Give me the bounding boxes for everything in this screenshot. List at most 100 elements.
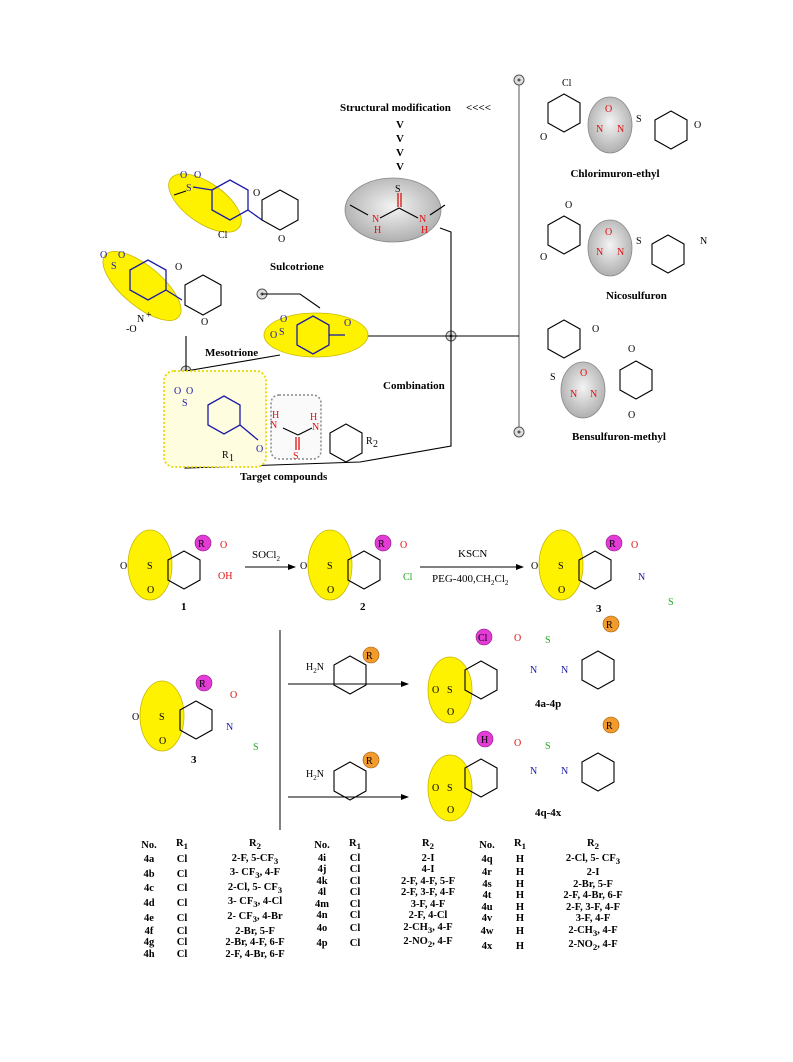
svg-text:O: O — [159, 736, 166, 747]
table-cell: 4a — [143, 854, 155, 866]
compound-2-label: 2 — [360, 601, 366, 613]
table-cell: 2-F, 4-Br, 6-F — [225, 948, 285, 960]
table-cell: Cl — [176, 897, 188, 909]
svg-text:R: R — [222, 450, 229, 461]
table-cell: 2-F, 5-CF3 — [231, 852, 279, 866]
svg-text:O: O — [174, 386, 181, 397]
svg-text:N: N — [530, 665, 537, 676]
svg-text:O: O — [694, 120, 701, 131]
svg-text:O: O — [118, 250, 125, 261]
svg-text:O: O — [220, 540, 227, 551]
compound-1: O S O R O OH 1 — [120, 529, 232, 613]
table-cell: Cl — [349, 910, 361, 922]
svg-text:S: S — [253, 742, 259, 753]
reagent-socl2: SOCl2 — [252, 549, 280, 563]
table-row: 4d Cl 3- CF3, 4-Cl — [132, 896, 312, 911]
svg-text:S: S — [558, 561, 564, 572]
table-cell: 2-I — [421, 852, 435, 864]
svg-text:R: R — [609, 539, 616, 550]
table-cell: 2- CF3, 4-Br — [227, 910, 283, 925]
table-cell: 4p — [316, 937, 328, 949]
svg-text:O: O — [278, 234, 285, 245]
table-cell: 2-F, 3-F, 4-F — [565, 901, 621, 913]
table-cell: 2-NO2, 4-F — [568, 939, 618, 953]
table-cell: 4d — [143, 897, 155, 909]
svg-text:N: N — [617, 124, 624, 135]
svg-text:S: S — [147, 561, 153, 572]
svg-text:1: 1 — [229, 453, 234, 464]
table-cell: H — [515, 890, 525, 902]
table-cell: 4e — [144, 912, 154, 924]
svg-text:O: O — [605, 227, 612, 238]
svg-text:O: O — [558, 585, 565, 596]
table-header-cell: No. — [141, 839, 157, 851]
svg-text:-O: -O — [126, 324, 137, 335]
svg-text:O: O — [400, 540, 407, 551]
svg-text:S: S — [636, 114, 642, 125]
bensulfuron-label: Bensulfuron-methyl — [572, 431, 666, 443]
table-cell: 2-Br, 4-F, 6-F — [225, 937, 285, 949]
table-cell: Cl — [176, 883, 188, 895]
target-compounds-label: Target compounds — [240, 471, 328, 483]
svg-text:N: N — [570, 389, 577, 400]
svg-text:O: O — [344, 318, 351, 329]
table-header-cell: R1 — [176, 838, 188, 852]
svg-text:O: O — [147, 585, 154, 596]
svg-text:S: S — [293, 451, 299, 462]
table-cell: H — [515, 901, 525, 913]
table-cell: 4m — [315, 898, 329, 910]
svg-text:N: N — [372, 214, 379, 225]
svg-text:O: O — [201, 317, 208, 328]
svg-text:H: H — [421, 225, 428, 236]
svg-text:N: N — [700, 236, 707, 247]
table-cell: 2-F, 4-F, 5-F — [400, 875, 456, 887]
amine-label: H2N — [306, 662, 324, 675]
svg-text:N: N — [270, 420, 277, 431]
table-cell: 2-Cl, 5- CF3 — [565, 852, 621, 866]
table-cell: 4-I — [421, 864, 435, 876]
svg-text:N: N — [638, 572, 645, 583]
svg-text:R: R — [366, 436, 373, 447]
svg-text:O: O — [432, 685, 439, 696]
table-cell: 3- CF3, 4-Cl — [227, 896, 283, 910]
table-cell: Cl — [349, 852, 361, 864]
table-cell: 4o — [316, 923, 328, 935]
svg-text:S: S — [447, 685, 453, 696]
svg-text:O: O — [592, 324, 599, 335]
svg-text:O: O — [514, 633, 521, 644]
svg-text:+: + — [146, 310, 152, 321]
table-cell: 4v — [481, 913, 493, 925]
table-cell: 2-CH3, 4-F — [403, 921, 453, 935]
nicosulfuron-structure: O O N O N S N Nicosulfuron — [540, 200, 707, 302]
svg-text:N: N — [596, 247, 603, 258]
svg-text:O: O — [180, 170, 187, 181]
table-cell: 2-NO2, 4-F — [403, 936, 453, 950]
down-arrow: V — [396, 147, 404, 159]
table-header-cell: R2 — [587, 838, 599, 852]
table-cell: Cl — [349, 937, 361, 949]
left-arrows: <<<< — [466, 102, 491, 114]
table-header-cell: R1 — [349, 838, 361, 852]
design-panel: Structural modification <<<< V V V V S N… — [100, 74, 707, 483]
svg-text:O: O — [256, 444, 263, 455]
table-cell: H — [515, 913, 525, 925]
svg-text:O: O — [531, 561, 538, 572]
svg-text:O: O — [580, 368, 587, 379]
nicosulfuron-label: Nicosulfuron — [606, 290, 667, 302]
svg-text:N: N — [596, 124, 603, 135]
bensulfuron-methyl-structure: O S N O N O O Bensulfuron-methyl — [547, 319, 666, 443]
product-4a-4p-label: 4a-4p — [535, 698, 561, 710]
svg-text:O: O — [132, 712, 139, 723]
svg-text:Cl: Cl — [218, 230, 228, 241]
